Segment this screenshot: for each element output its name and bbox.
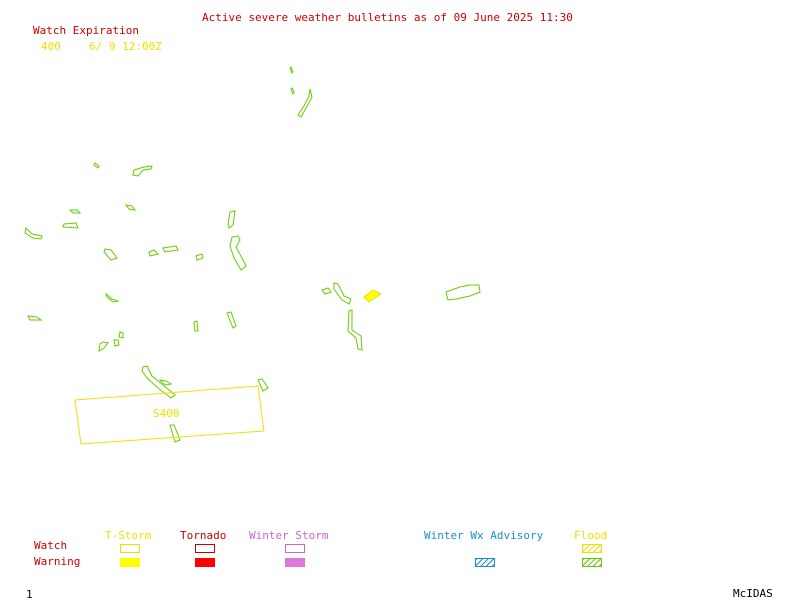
legend-col-winter-storm: Winter Storm xyxy=(249,529,329,542)
watch-box-s400[interactable] xyxy=(74,385,265,445)
flood-warning-polygon[interactable] xyxy=(132,165,153,177)
flood-warning-polygon[interactable] xyxy=(158,379,173,386)
flood-warning-polygon[interactable] xyxy=(104,292,120,303)
tstorm-warning-swatch xyxy=(120,558,140,567)
watch-box-label: S400 xyxy=(153,407,180,420)
flood-warning-polygon[interactable] xyxy=(124,204,137,211)
flood-warning-polygon[interactable] xyxy=(103,248,118,261)
tornado-watch-swatch xyxy=(195,544,215,553)
frame-number: 1 xyxy=(26,588,33,601)
flood-warning-polygon[interactable] xyxy=(118,331,124,339)
flood-warning-polygon[interactable] xyxy=(297,88,313,118)
legend-col-winter-wx: Winter Wx Advisory xyxy=(424,529,544,542)
flood-warning-polygon[interactable] xyxy=(98,341,109,352)
flood-warning-polygon[interactable] xyxy=(162,245,179,253)
legend-row-watch: Watch xyxy=(34,539,68,552)
page-title: Active severe weather bulletins as of 09… xyxy=(202,11,573,24)
winter-wx-warning-swatch xyxy=(475,558,495,567)
flood-warning-polygon[interactable] xyxy=(445,284,481,301)
flood-warning-polygon[interactable] xyxy=(227,210,236,229)
flood-warning-polygon[interactable] xyxy=(290,87,295,96)
flood-warning-polygon[interactable] xyxy=(148,249,159,257)
flood-warning-polygon[interactable] xyxy=(193,320,199,332)
flood-warning-polygon[interactable] xyxy=(333,282,352,305)
flood-warning-polygon[interactable] xyxy=(321,287,332,295)
legend-col-tornado: Tornado xyxy=(180,529,227,542)
winter-storm-warning-swatch xyxy=(285,558,305,567)
watch-expiration-id: 400 xyxy=(41,40,61,53)
flood-warning-polygon[interactable] xyxy=(68,209,82,214)
flood-warning-polygon[interactable] xyxy=(195,253,204,261)
flood-warning-swatch xyxy=(582,558,602,567)
flood-warning-polygon[interactable] xyxy=(141,365,176,399)
legend-row-warning: Warning xyxy=(34,555,81,568)
flood-warning-polygon[interactable] xyxy=(226,311,237,329)
watch-expiration-time: 6/ 9 12:00Z xyxy=(89,40,162,53)
tstorm-warning-polygon[interactable] xyxy=(363,289,382,303)
legend-col-tstorm: T-Storm xyxy=(105,529,152,542)
tstorm-watch-swatch xyxy=(120,544,140,553)
flood-warning-polygon[interactable] xyxy=(24,226,43,240)
flood-warning-polygon[interactable] xyxy=(113,339,120,347)
flood-warning-polygon[interactable] xyxy=(257,378,269,392)
winter-storm-watch-swatch xyxy=(285,544,305,553)
flood-warning-polygon[interactable] xyxy=(62,222,79,229)
flood-warning-polygon[interactable] xyxy=(347,309,363,351)
flood-watch-swatch xyxy=(582,544,602,553)
watch-expiration-label: Watch Expiration xyxy=(33,24,139,37)
flood-warning-polygon[interactable] xyxy=(229,235,247,271)
brand-label: McIDAS xyxy=(733,587,773,600)
flood-warning-polygon[interactable] xyxy=(289,66,294,74)
flood-warning-polygon[interactable] xyxy=(169,424,181,443)
flood-warning-polygon[interactable] xyxy=(93,162,100,169)
flood-warning-polygon[interactable] xyxy=(27,315,43,321)
tornado-warning-swatch xyxy=(195,558,215,567)
legend-col-flood: Flood xyxy=(574,529,608,542)
